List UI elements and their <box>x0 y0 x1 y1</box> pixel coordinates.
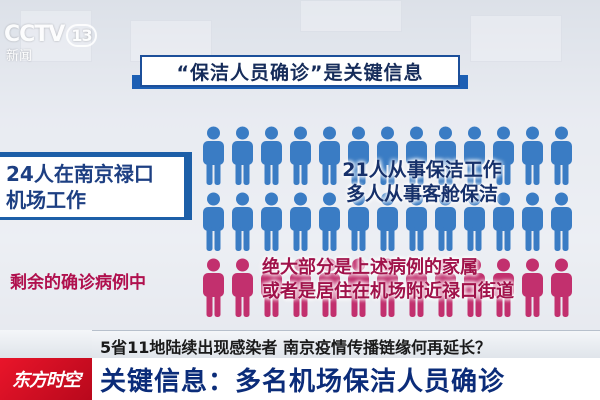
person-icon <box>345 191 372 253</box>
person-icon <box>374 191 401 253</box>
program-logo: 东方时空 <box>0 358 92 400</box>
person-icon <box>258 125 285 187</box>
person-icon <box>229 191 256 253</box>
person-icon <box>461 125 488 187</box>
person-icon <box>432 257 459 319</box>
left-info-line2: 机场工作 <box>6 188 86 212</box>
person-icon <box>200 125 227 187</box>
headline: 关键信息：多名机场保洁人员确诊 <box>100 367 506 397</box>
cleaner-info-line2: 多人从事客舱保洁 <box>345 183 498 205</box>
person-icon <box>519 191 546 253</box>
remaining-cases-label: 剩余的确诊病例中 <box>10 273 146 293</box>
family-info: 绝大部分是上述病例的家属 或者是居住在机场附近禄口街道 <box>262 256 582 304</box>
person-icon <box>316 191 343 253</box>
person-icon <box>287 125 314 187</box>
left-info-box: 24人在南京禄口 机场工作 <box>0 152 192 220</box>
person-icon <box>287 191 314 253</box>
person-icon <box>258 191 285 253</box>
person-icon <box>316 257 343 319</box>
person-icon <box>403 125 430 187</box>
family-info-line2: 或者是居住在机场附近禄口街道 <box>262 281 514 302</box>
logo-brand: CCTV <box>4 22 65 47</box>
cleaner-info-line1: 21人从事保洁工作 <box>342 159 502 181</box>
person-icon <box>432 125 459 187</box>
person-icon <box>490 191 517 253</box>
person-icon <box>374 257 401 319</box>
cleaner-info: 21人从事保洁工作 多人从事客舱保洁 <box>297 158 547 206</box>
person-icon <box>258 257 285 319</box>
person-icon <box>200 257 227 319</box>
person-icon <box>461 191 488 253</box>
person-icon <box>403 191 430 253</box>
title-banner: “保洁人员确诊”是关键信息 <box>132 55 468 89</box>
person-icon <box>403 257 430 319</box>
person-icon <box>490 257 517 319</box>
family-info-line1: 绝大部分是上述病例的家属 <box>262 257 478 278</box>
lower-third <box>0 358 600 400</box>
ticker-text: 5省11地陆续出现感染者 南京疫情传播链缘何再延长？ <box>100 338 491 357</box>
person-icon <box>490 125 517 187</box>
person-row-blue-1 <box>200 125 577 187</box>
left-info-line1: 24人在南京禄口 <box>6 162 154 186</box>
person-icon <box>548 125 575 187</box>
person-icon <box>461 257 488 319</box>
person-icon <box>374 125 401 187</box>
logo-channel: 13 <box>66 24 97 47</box>
person-icon <box>200 191 227 253</box>
person-icon <box>345 125 372 187</box>
person-icon <box>287 257 314 319</box>
person-icon <box>519 257 546 319</box>
person-row-pink <box>200 257 577 319</box>
person-icon <box>548 191 575 253</box>
person-icon <box>229 125 256 187</box>
person-row-blue-2 <box>200 191 577 253</box>
news-ticker: 5省11地陆续出现感染者 南京疫情传播链缘何再延长？ <box>0 330 600 359</box>
person-icon <box>316 125 343 187</box>
ticker-tab <box>0 330 92 358</box>
person-icon <box>345 257 372 319</box>
person-icon <box>432 191 459 253</box>
person-icon <box>548 257 575 319</box>
logo-sub: 新闻 <box>6 49 33 64</box>
person-icon <box>519 125 546 187</box>
person-icon <box>229 257 256 319</box>
left-info-text: 24人在南京禄口 机场工作 <box>0 157 184 217</box>
title-text: “保洁人员确诊”是关键信息 <box>140 55 460 87</box>
